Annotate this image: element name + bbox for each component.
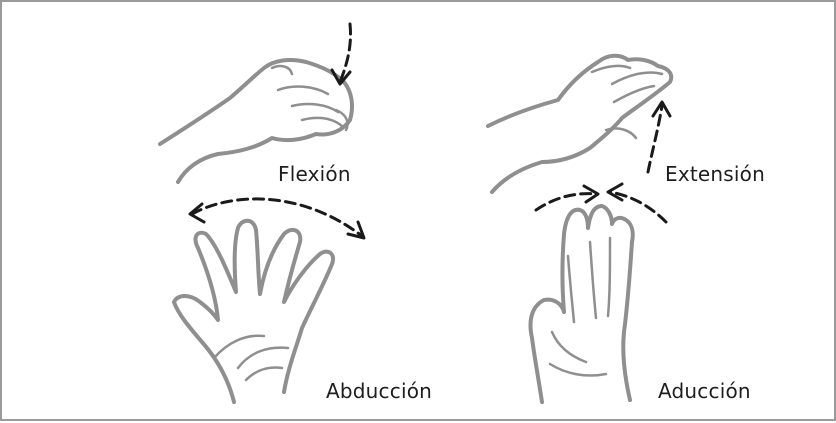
extension-label: Extensión [665, 162, 765, 186]
abduction-arrow [190, 199, 364, 238]
extension-hand-illustration [488, 56, 671, 192]
abduction-hand-illustration [174, 221, 333, 402]
abduction-label: Abducción [326, 379, 432, 403]
adduction-hand-illustration [531, 206, 633, 402]
flexion-label: Flexión [278, 162, 351, 186]
flexion-arrow [332, 24, 351, 84]
adduction-label: Aducción [658, 379, 751, 403]
